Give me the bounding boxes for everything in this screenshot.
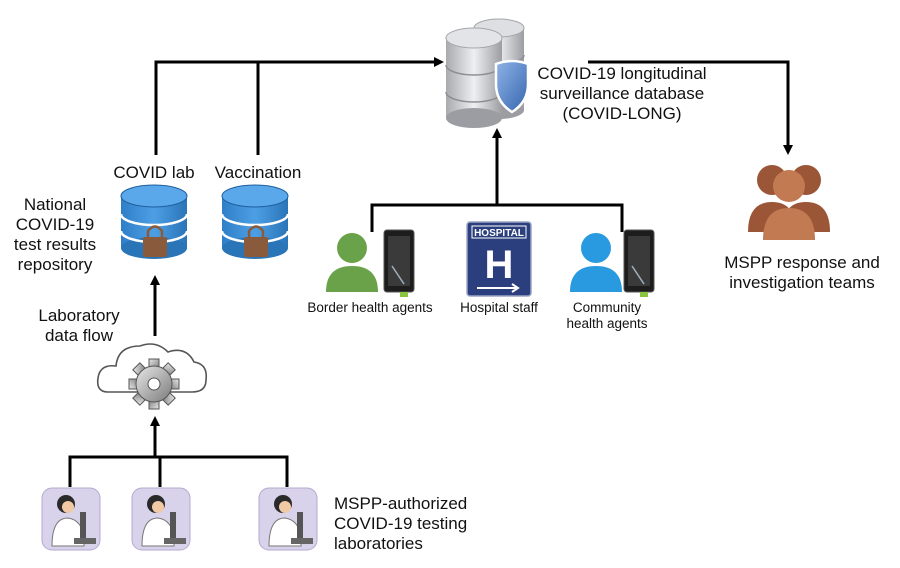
lab-flow-label: Laboratory data flow — [38, 306, 120, 346]
people-group-icon — [748, 165, 830, 240]
person-icon — [326, 233, 378, 292]
lab-technician-icon — [131, 487, 191, 551]
covid-lab-database-icon — [119, 184, 189, 259]
border-agent-icon — [326, 229, 415, 297]
padlock-icon — [244, 225, 268, 257]
community-agent-icon — [570, 229, 655, 297]
person-icon — [570, 233, 622, 292]
connectors — [68, 57, 793, 487]
arrow-database-to-response — [588, 60, 793, 155]
border-agents-label: Border health agents — [307, 300, 433, 315]
hospital-sign-icon: HOSPITAL H — [466, 221, 532, 297]
hospital-staff-label: Hospital staff — [460, 300, 538, 315]
labs-label: MSPP-authorized COVID-19 testing laborat… — [334, 494, 468, 554]
tablet-icon — [383, 229, 415, 297]
vaccination-label: Vaccination — [214, 163, 302, 182]
cloud-gear-icon — [96, 343, 208, 410]
lab-technician-icon — [258, 487, 318, 551]
shield-icon — [494, 59, 530, 114]
gear-icon — [128, 358, 180, 410]
response-teams-label: MSPP response and investigation teams — [724, 253, 880, 293]
lab-technician-icon — [41, 487, 101, 551]
labs-bracket — [68, 455, 289, 487]
tablet-icon — [623, 229, 655, 297]
padlock-icon — [143, 225, 167, 257]
arrow-to-database-top — [154, 57, 444, 155]
community-agents-label: Community health agents — [566, 300, 648, 331]
hospital-sign-text: HOSPITAL — [474, 228, 524, 239]
vaccination-database-icon — [220, 184, 290, 259]
shielded-database-icon — [445, 18, 530, 128]
hospital-sign-letter: H — [485, 243, 514, 287]
repository-label: National COVID-19 test results repositor… — [13, 195, 97, 275]
database-label: COVID-19 longitudinal surveillance datab… — [537, 64, 707, 124]
covid-lab-label: COVID lab — [113, 163, 195, 182]
